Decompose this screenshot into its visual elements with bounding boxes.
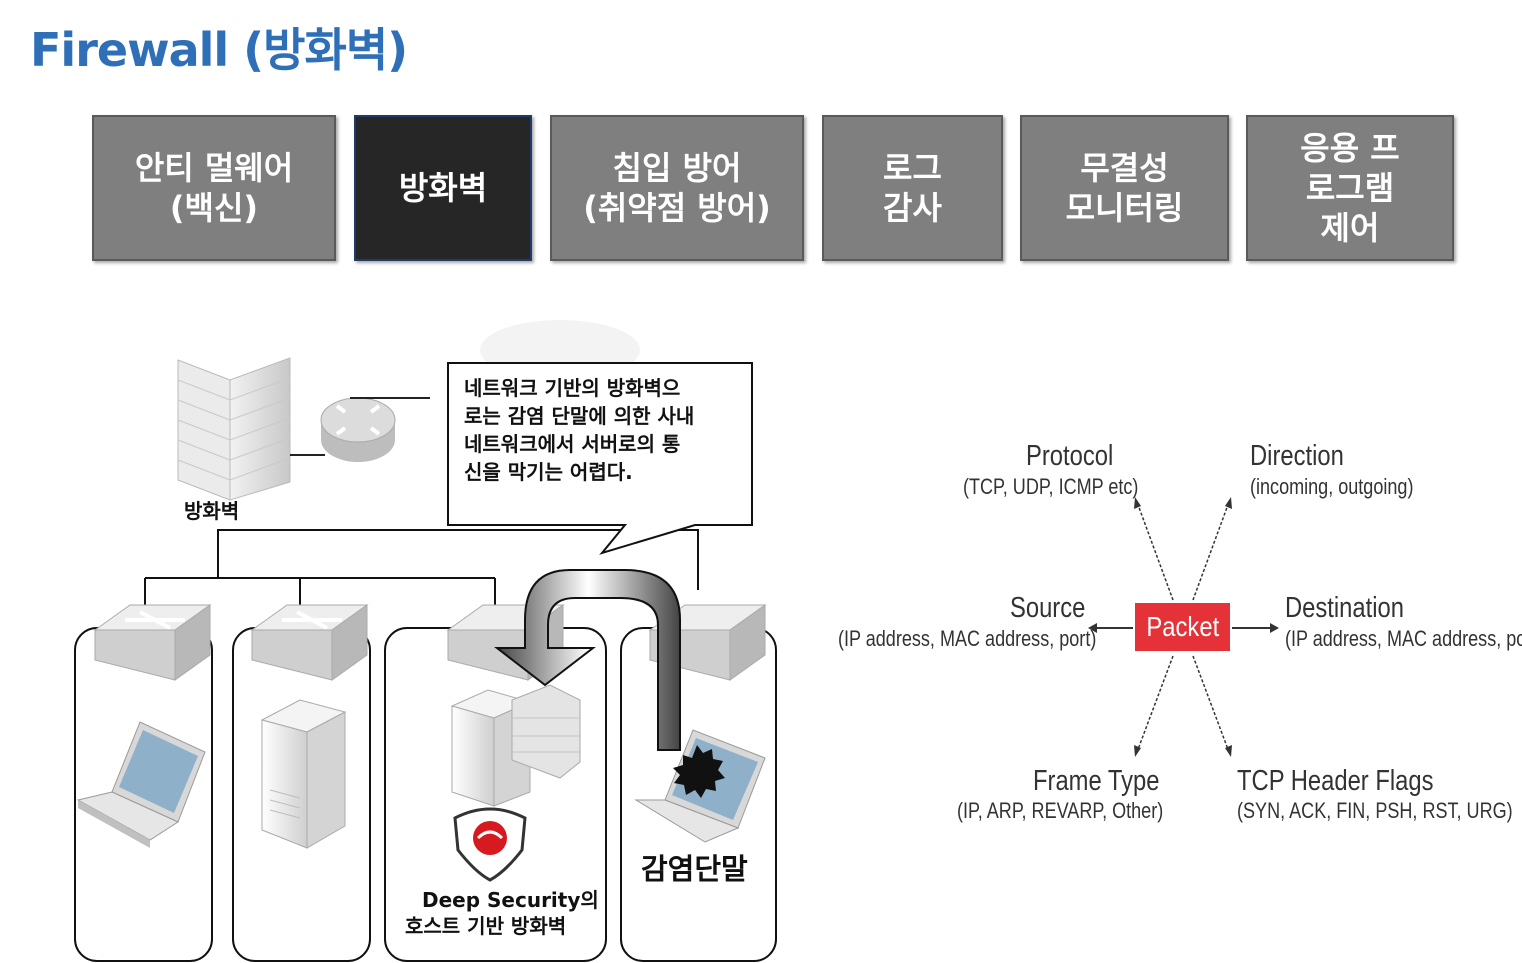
tab-application-control[interactable]: 응용 프 로그램 제어 — [1246, 115, 1454, 261]
frame-type-detail: (IP, ARP, REVARP, Other) — [957, 798, 1164, 823]
packet-box: Packet — [1135, 603, 1230, 651]
protocol-detail: (TCP, UDP, ICMP etc) — [963, 474, 1139, 499]
deep-security-label: Deep Security의 — [422, 888, 599, 912]
protocol-title: Protocol — [1026, 440, 1114, 472]
tcp-flags-title: TCP Header Flags — [1237, 765, 1434, 797]
router-icon — [320, 397, 396, 462]
firewall-wall-icon — [177, 357, 291, 501]
destination-title: Destination — [1285, 592, 1404, 624]
tab-label: 무결성 모니터링 — [1065, 149, 1184, 227]
infection-path-arrow — [494, 569, 681, 751]
tab-label: 안티 멀웨어 (백신) — [134, 149, 294, 227]
firewall-label: 방화벽 — [184, 499, 240, 523]
tab-firewall[interactable]: 방화벽 — [354, 115, 532, 261]
host-firewall-label: 호스트 기반 방화벽 — [405, 914, 567, 938]
trend-micro-shield-icon — [453, 807, 527, 882]
virus-icon — [673, 745, 725, 798]
tab-log-inspection[interactable]: 로그 감사 — [822, 115, 1003, 261]
direction-title: Direction — [1250, 440, 1344, 472]
tab-label: 침입 방어 (취약점 방어) — [583, 149, 771, 227]
callout-text: 네트워크 기반의 방화벽으 로는 감염 단말에 의한 사내 네트워크에서 서버로… — [464, 376, 695, 484]
callout-bubble — [447, 362, 753, 555]
host-firewall-icon — [511, 684, 581, 779]
tab-label: 로그 감사 — [883, 149, 942, 227]
direction-detail: (incoming, outgoing) — [1250, 474, 1414, 499]
tcp-flags-detail: (SYN, ACK, FIN, PSH, RST, URG) — [1237, 798, 1513, 823]
switch-icon — [93, 604, 212, 681]
source-detail: (IP address, MAC address, port) — [838, 626, 1097, 651]
laptop-icon — [76, 721, 206, 848]
server-icon — [260, 699, 347, 849]
tab-label: 응용 프 로그램 제어 — [1300, 129, 1400, 247]
tab-intrusion-prevention[interactable]: 침입 방어 (취약점 방어) — [550, 115, 804, 261]
destination-detail: (IP address, MAC address, port) — [1285, 626, 1522, 651]
packet-label: Packet — [1146, 611, 1219, 642]
tab-integrity-monitoring[interactable]: 무결성 모니터링 — [1020, 115, 1229, 261]
packet-arrows — [1136, 501, 1230, 753]
infected-terminal-label: 감염단말 — [641, 852, 748, 886]
tab-label: 방화벽 — [398, 169, 488, 207]
page-title: Firewall (방화벽) — [30, 23, 408, 77]
source-title: Source — [1010, 592, 1086, 624]
switch-icon — [250, 604, 369, 681]
frame-type-title: Frame Type — [1033, 765, 1160, 797]
tab-anti-malware[interactable]: 안티 멀웨어 (백신) — [92, 115, 336, 261]
